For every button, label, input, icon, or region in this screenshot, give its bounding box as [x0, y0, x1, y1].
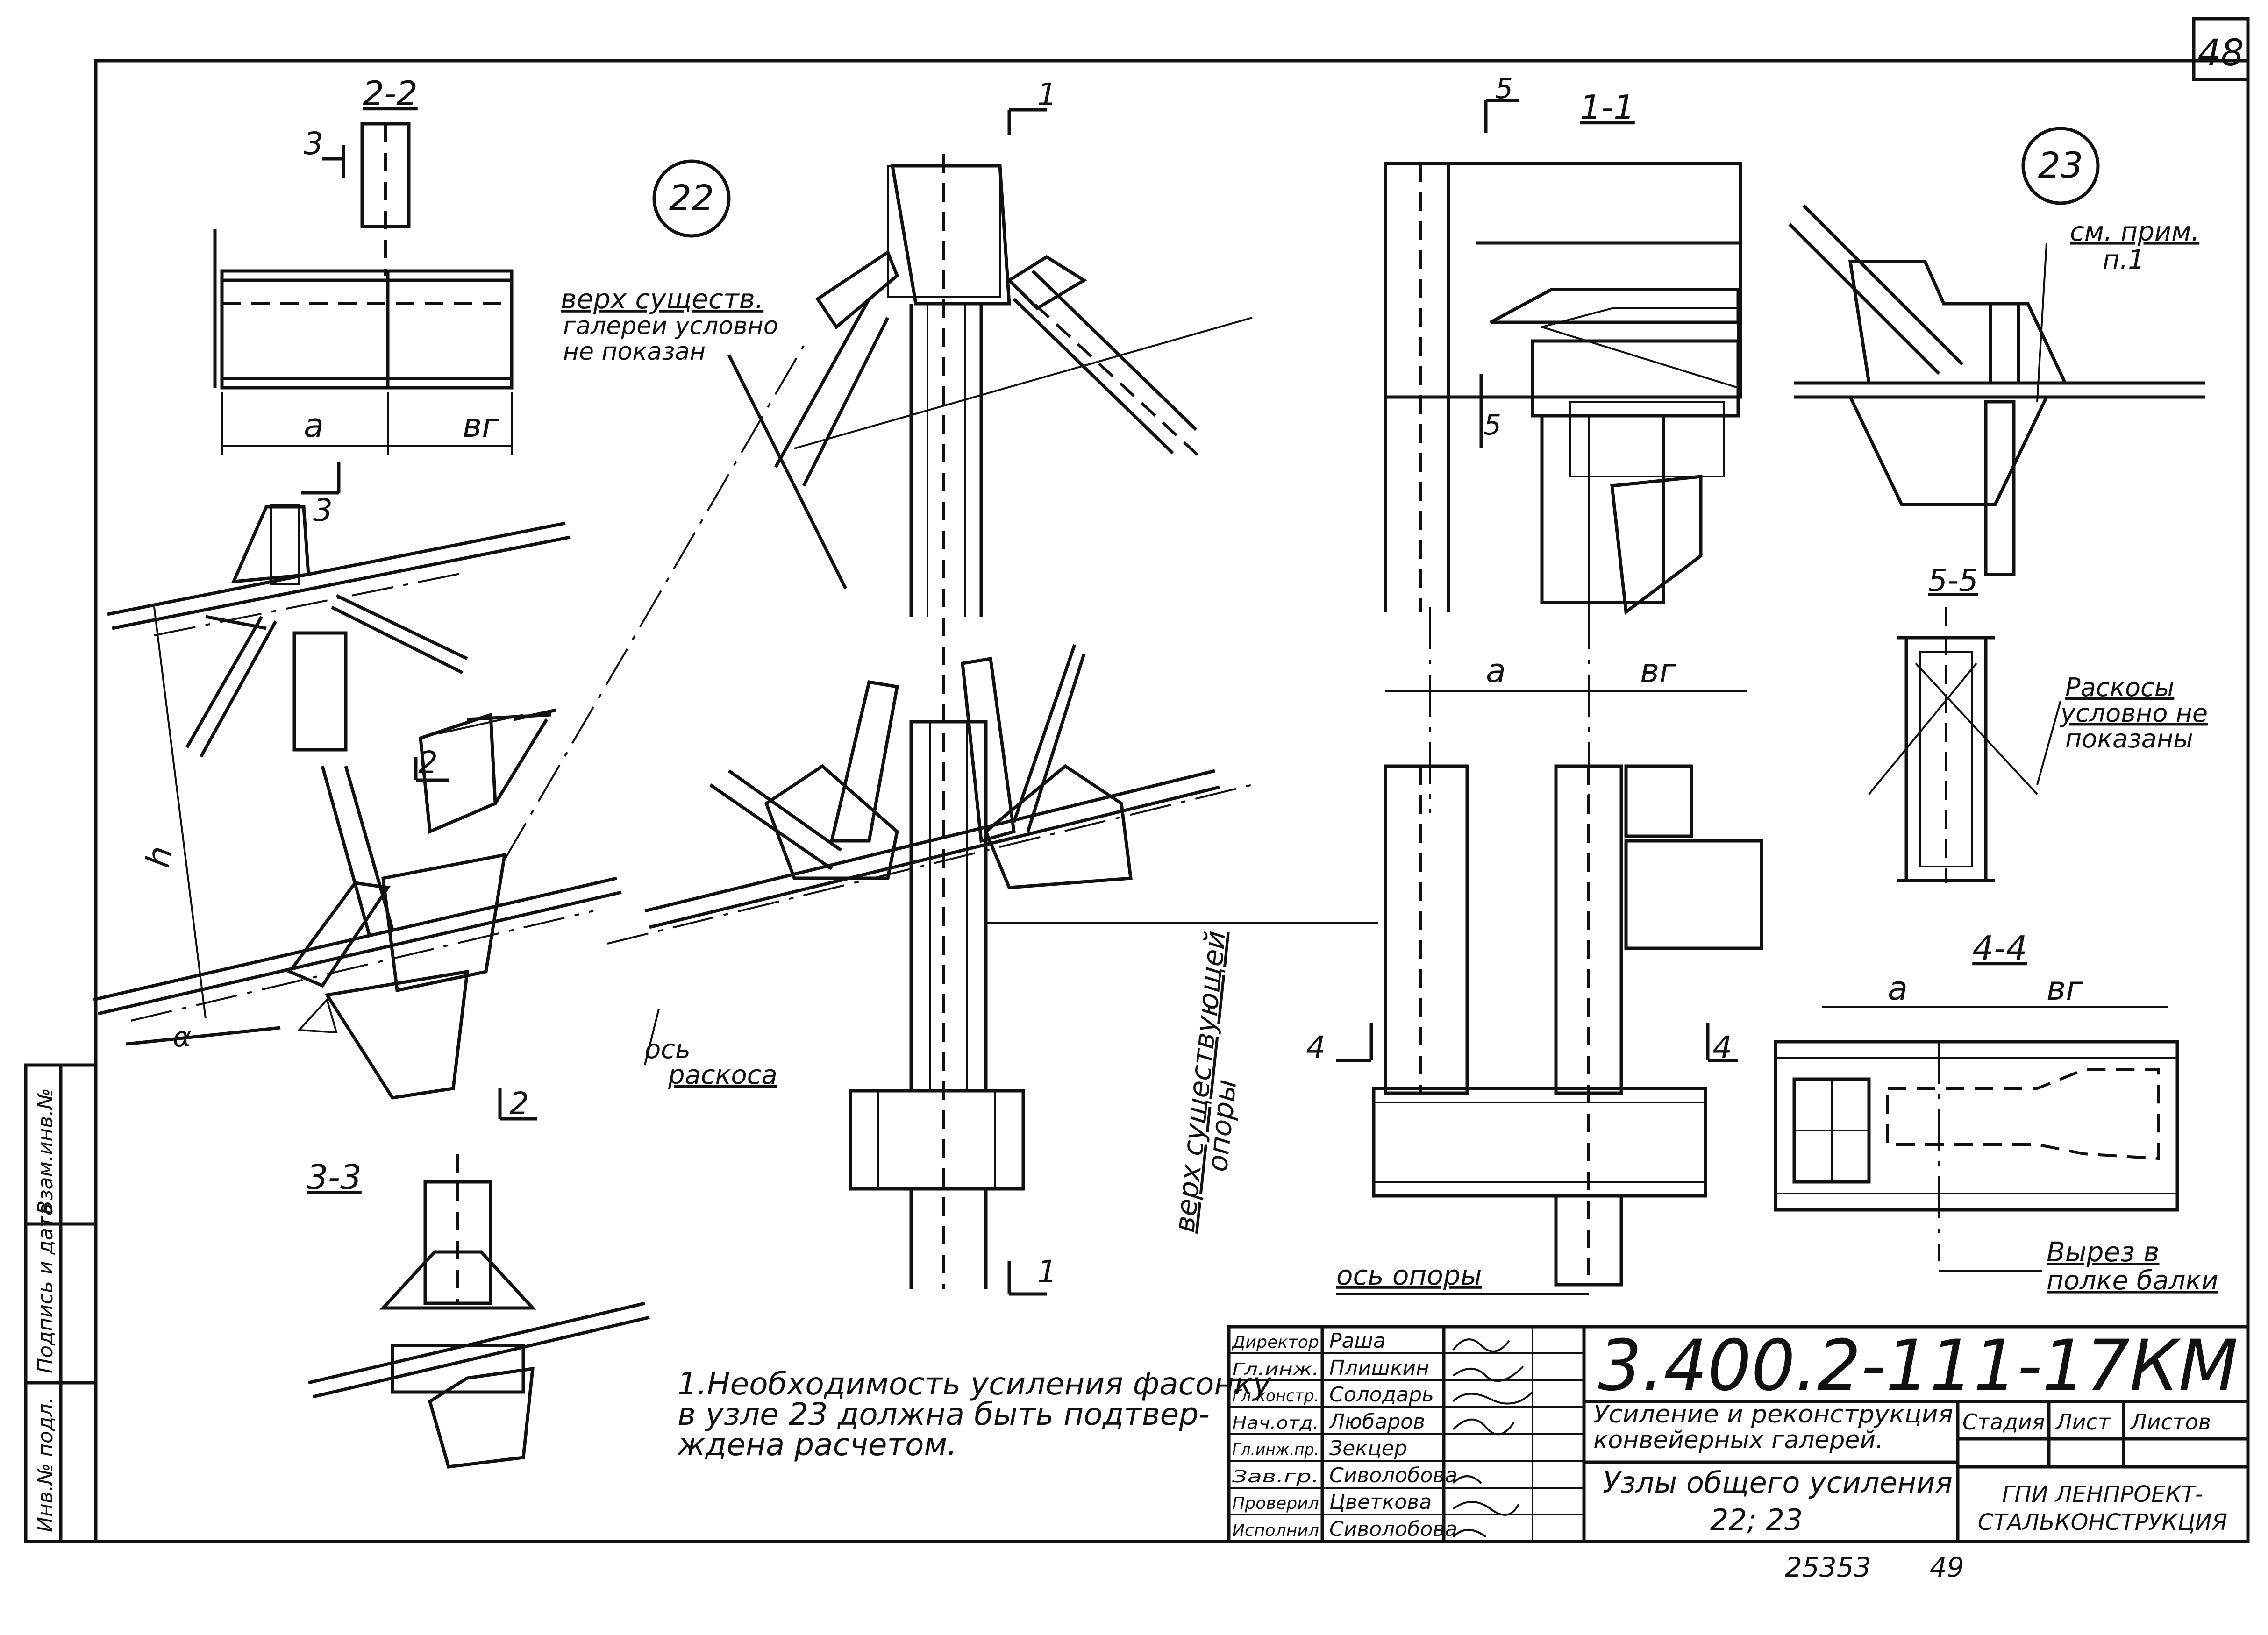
signatures	[1452, 1338, 1533, 1538]
inclined-node-view: h α 2 2	[93, 504, 622, 1122]
sheet-number: 48	[2197, 32, 2244, 74]
brace-axis-note: ось раскоса	[504, 345, 805, 1090]
name-6: Цветкова	[1329, 1490, 1432, 1514]
gallery-top-line2: галереи условно	[563, 312, 778, 340]
name-7: Сиволобова	[1329, 1517, 1457, 1541]
role-2: Гл.констр.	[1232, 1386, 1319, 1406]
gallery-top-line1: верх существ.	[561, 283, 763, 315]
braces-line2: условно не	[2060, 698, 2208, 728]
name-3: Любаров	[1328, 1410, 1425, 1434]
note-line3: ждена расчетом.	[677, 1427, 957, 1463]
section-1-1: 1-1 5 5 a вг 4	[1306, 72, 1763, 1295]
support-axis-label: ось опоры	[1336, 1259, 1482, 1291]
section-title-5-5: 5-5	[1928, 562, 1978, 598]
strip-label-replace: Взам.инв.№	[34, 1088, 57, 1215]
sheet-frame	[94, 59, 2250, 1543]
cut-label-1-bottom: 1	[1037, 1254, 1057, 1290]
gallery-top-note: верх существ. галереи условно не показан	[561, 283, 1253, 590]
role-1: Гл.инж.	[1232, 1360, 1319, 1379]
dim-a-1-1: a	[1486, 652, 1506, 690]
see-note-line2: п.1	[2103, 245, 2145, 275]
strip-label-sign: Подпись и дата	[34, 1203, 57, 1373]
name-2: Солодарь	[1329, 1383, 1434, 1407]
cut-label-1-top: 1	[1037, 77, 1057, 113]
col-sheets: Листов	[2130, 1409, 2211, 1435]
role-5: Зав.гр.	[1232, 1467, 1319, 1486]
doc-code: 3.400.2-111-17КМ	[1598, 1325, 2238, 1407]
dim-bg-4-4: вг	[2047, 969, 2083, 1008]
section-3-3: 3-3	[307, 1154, 650, 1469]
col-stage: Стадия	[1962, 1409, 2045, 1435]
gallery-top-line3: не показан	[563, 338, 706, 366]
copy-number: 49	[1930, 1551, 1964, 1583]
section-title-4-4: 4-4	[1972, 929, 2027, 968]
section-title-3-3: 3-3	[307, 1158, 362, 1197]
col-sheet: Лист	[2055, 1409, 2111, 1435]
note-line1: 1.Необходимость усиления фасонку	[678, 1366, 1271, 1402]
sheet-title-line2: 22; 23	[1710, 1503, 1803, 1537]
braces-line3: показаны	[2065, 724, 2193, 754]
sheet-title-line1: Узлы общего усиления	[1603, 1465, 1953, 1500]
inventory-number: 25353	[1785, 1551, 1871, 1583]
title-block: Директор Раша Гл.инж. Плишкин Гл.констр.…	[1227, 1325, 2250, 1543]
angle-alpha: α	[173, 1021, 192, 1053]
node-marker-22: 22	[652, 159, 731, 238]
strip-label-inventory: Инв.№ подл.	[34, 1397, 57, 1532]
dim-bg-2-2: вг	[463, 406, 499, 445]
section-title-2-2: 2-2	[363, 74, 418, 113]
name-0: Раша	[1329, 1329, 1386, 1353]
dim-a-2-2: a	[304, 406, 324, 445]
name-1: Плишкин	[1329, 1356, 1429, 1380]
cut-label-2-bottom: 2	[509, 1086, 529, 1122]
org-line1: ГПИ ЛЕНПРОЕКТ-	[2002, 1481, 2203, 1507]
side-strip: Взам.инв.№ Подпись и дата Инв.№ подл.	[24, 1063, 98, 1543]
cutout-line2: полке балки	[2047, 1265, 2218, 1296]
dim-bg-1-1: вг	[1640, 652, 1677, 690]
cut-label-3-top: 3	[304, 126, 323, 162]
role-0: Директор	[1231, 1333, 1319, 1352]
cut-label-4-left: 4	[1306, 1030, 1326, 1066]
node-label-22: 22	[669, 177, 714, 219]
org-line2: СТАЛЬКОНСТРУКЦИЯ	[1978, 1509, 2227, 1535]
role-3: Нач.отд.	[1232, 1414, 1319, 1433]
project-line1: Усиление и реконструкция	[1593, 1400, 1953, 1429]
cut-label-4-right: 4	[1712, 1030, 1732, 1066]
cut-label-5-top: 5	[1495, 72, 1513, 105]
section-5-5: 5-5 Раскосы условно не показаны	[1868, 562, 2208, 883]
dim-a-4-4: a	[1888, 969, 1908, 1008]
main-column-node: 1 1	[607, 77, 1378, 1296]
note-line2: в узле 23 должна быть подтвер-	[678, 1396, 1210, 1432]
see-note-line1: см. прим.	[2070, 217, 2199, 247]
cut-label-3-bottom: 3	[313, 492, 333, 528]
support-top-note: верх существующей опоры	[1168, 929, 1243, 1234]
role-6: Проверил	[1232, 1494, 1319, 1513]
sheet-number-box	[2192, 17, 2250, 81]
section-title-1-1: 1-1	[1580, 88, 1635, 127]
node-23-detail: 23 см. прим. п.1	[1788, 127, 2205, 576]
section-2-2: 2-2 3 a вг 3	[213, 74, 514, 528]
braces-line1: Раскосы	[2065, 673, 2174, 702]
brace-axis-line2: раскоса	[668, 1060, 777, 1090]
role-4: Гл.инж.пр.	[1232, 1440, 1319, 1459]
project-line2: конвейерных галерей.	[1593, 1426, 1883, 1454]
cutout-line1: Вырез в	[2047, 1236, 2160, 1268]
dim-h: h	[138, 843, 179, 870]
cut-label-2-top: 2	[418, 745, 438, 781]
role-7: Исполнил	[1232, 1521, 1319, 1540]
cut-label-5-bottom: 5	[1483, 409, 1501, 441]
section-4-4: 4-4 a вг Вырез в полке балки	[1774, 929, 2218, 1296]
name-5: Сиволобова	[1329, 1464, 1457, 1487]
general-note: 1.Необходимость усиления фасонку в узле …	[677, 1366, 1271, 1463]
name-4: Зекцер	[1329, 1436, 1407, 1460]
node-label-23: 23	[2038, 144, 2083, 186]
brace-axis-line1: ось	[645, 1034, 691, 1065]
